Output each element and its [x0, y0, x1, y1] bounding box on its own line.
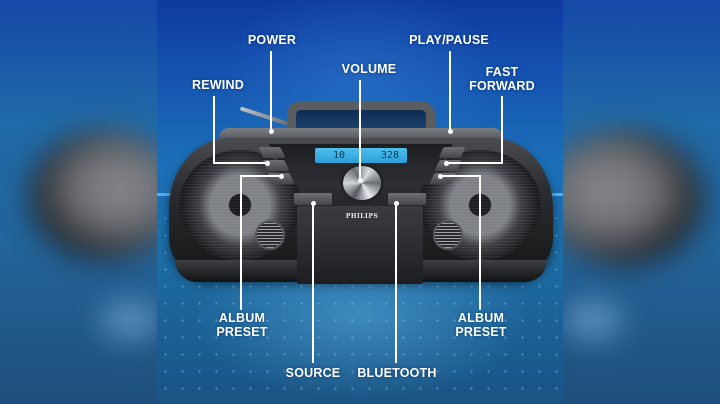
callout-bluetooth: BLUETOOTH: [357, 366, 437, 380]
callout-line-album-preset-left-vertical: [240, 175, 242, 310]
callout-album-preset-right: ALBUM PRESET: [441, 311, 521, 339]
callout-power: POWER: [247, 33, 297, 47]
brand-logo: PHILIPS: [345, 213, 379, 220]
callout-line-power: [270, 51, 272, 131]
left-tweeter: [255, 220, 285, 250]
antenna: [239, 106, 289, 126]
callout-dot-volume: [358, 178, 363, 183]
callout-fast-forward-line1: FAST: [485, 65, 519, 79]
callout-line-album-preset-right-vertical: [479, 175, 481, 310]
callout-album-preset-left: ALBUM PRESET: [202, 311, 282, 339]
callout-line-source: [312, 203, 314, 363]
product-feature-panel: 10 328 PHILIPS POWER PLAY/PAUSE VOLUME R…: [157, 0, 563, 404]
callout-dot-fast-forward: [444, 161, 449, 166]
callout-line-volume: [359, 80, 361, 180]
callout-rewind: REWIND: [192, 78, 244, 92]
callout-line-fast-forward-vertical: [501, 96, 503, 162]
boombox-image: 10 328 PHILIPS: [157, 0, 563, 404]
callout-dot-play-pause: [448, 129, 453, 134]
callout-dot-power: [269, 129, 274, 134]
callout-dot-album-preset-left: [279, 174, 284, 179]
blurred-highlight: [100, 300, 157, 340]
callout-dot-album-preset-right: [438, 174, 443, 179]
callout-line-album-preset-right-horizontal: [440, 175, 481, 177]
callout-fast-forward: FAST FORWARD: [462, 65, 542, 93]
callout-line-album-preset-left-horizontal: [240, 175, 281, 177]
lcd-track: 10: [333, 150, 346, 161]
callout-line-fast-forward-horizontal: [446, 162, 503, 164]
callout-album-preset-right-line1: ALBUM: [457, 311, 505, 325]
lcd-display: 10 328: [315, 148, 407, 163]
callout-line-rewind-vertical: [213, 96, 215, 162]
volume-knob: [340, 163, 384, 203]
source-button: [294, 193, 332, 205]
callout-play-pause: PLAY/PAUSE: [409, 33, 489, 47]
callout-line-play-pause: [449, 51, 451, 131]
blurred-boombox-shape: [563, 130, 703, 265]
callout-album-preset-left-line1: ALBUM: [218, 311, 266, 325]
blurred-boombox-shape: [30, 130, 157, 260]
callout-source: SOURCE: [285, 366, 341, 380]
callout-dot-source: [311, 201, 316, 206]
callout-line-rewind-horizontal: [213, 162, 267, 164]
blurred-highlight: [563, 300, 623, 340]
callout-line-bluetooth: [395, 203, 397, 363]
power-side-button: [258, 147, 286, 158]
lcd-time: 328: [380, 150, 399, 161]
callout-volume: VOLUME: [341, 62, 397, 76]
callout-dot-rewind: [265, 161, 270, 166]
right-tweeter: [433, 220, 463, 250]
callout-fast-forward-line2: FORWARD: [469, 79, 535, 93]
right-blurred-background: [563, 0, 720, 404]
left-blurred-background: [0, 0, 157, 404]
callout-album-preset-right-line2: PRESET: [455, 325, 507, 339]
cd-door: [297, 206, 423, 284]
callout-dot-bluetooth: [394, 201, 399, 206]
callout-album-preset-left-line2: PRESET: [216, 325, 268, 339]
